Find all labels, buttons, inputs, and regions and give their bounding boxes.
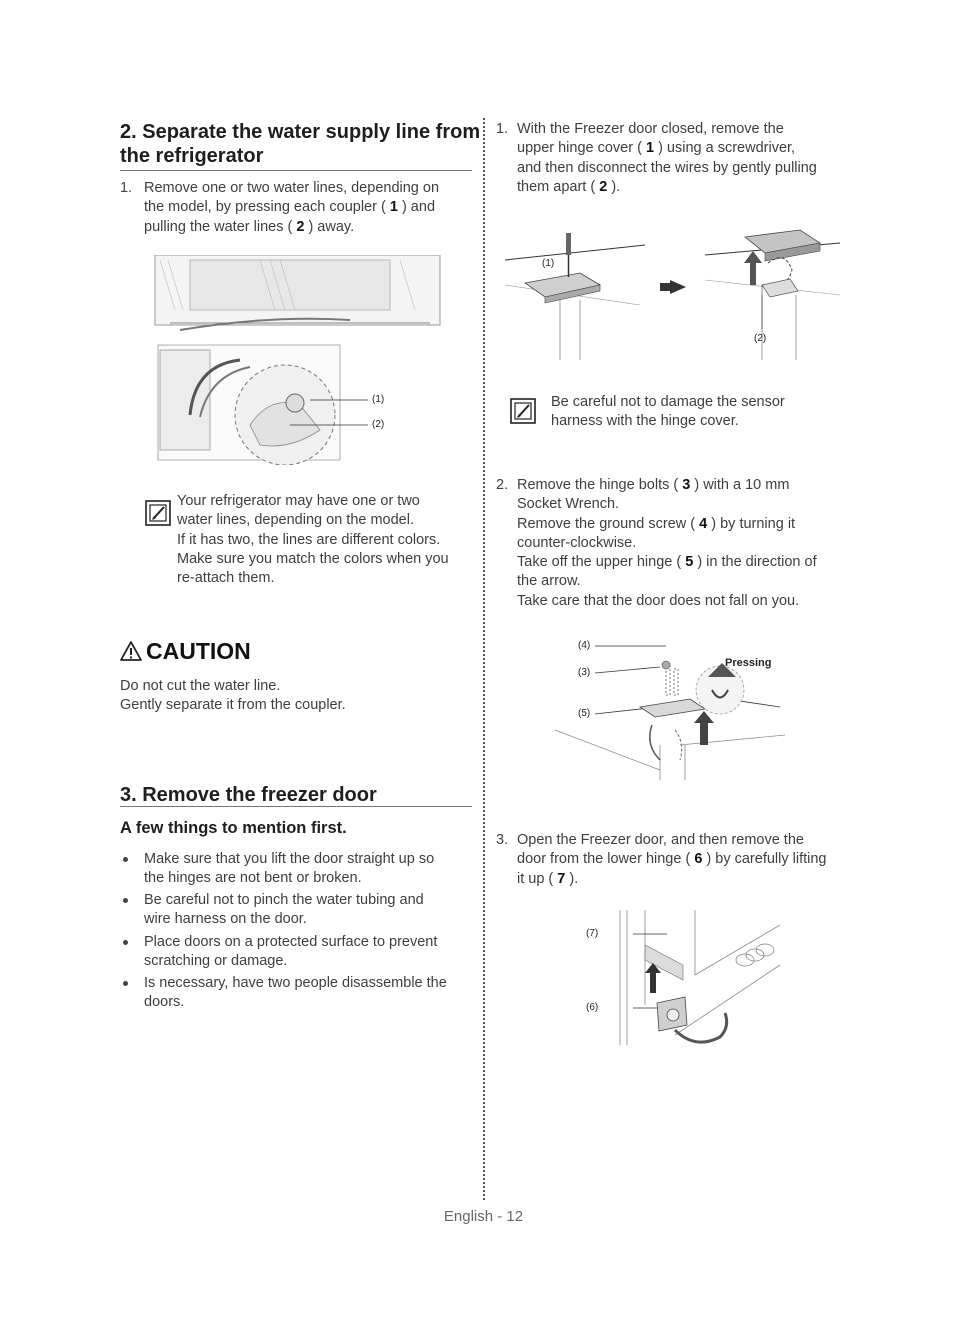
column-divider: [483, 118, 485, 1200]
text-line: harness with the hinge cover.: [551, 413, 739, 430]
text-line: them apart ( 2 ).: [517, 178, 621, 195]
text-line: it up ( 7 ).: [517, 870, 579, 887]
section2-step1-text: Remove one or two water lines, depending…: [144, 179, 474, 237]
step-number: 3.: [496, 832, 509, 848]
text-line: and then disconnect the wires by gently …: [517, 159, 817, 176]
step-number: 1.: [120, 180, 133, 196]
note-icon: [145, 500, 171, 526]
figure-label-2: (2): [372, 419, 385, 430]
bullet-item: Is necessary, have two people disassembl…: [144, 974, 474, 1013]
figure-label-4: (4): [578, 640, 591, 651]
right-step2-text: Remove the hinge bolts ( 3 ) with a 10 m…: [517, 476, 862, 611]
text-line: Be careful not to damage the sensor: [551, 394, 785, 410]
text-line: Socket Wrench.: [517, 496, 620, 513]
section2-title-line1: 2. Separate the water supply line from: [120, 121, 481, 143]
text-line: Take off the upper hinge ( 5 ) in the di…: [517, 554, 817, 571]
bullet-dot: [123, 981, 128, 986]
text-line: If it has two, the lines are different c…: [177, 531, 441, 548]
section2-rule: [120, 170, 472, 171]
figure-label-1: (1): [542, 258, 555, 269]
text-line: doors.: [144, 994, 185, 1011]
note-text: Your refrigerator may have one or two wa…: [177, 492, 477, 588]
text-line: Your refrigerator may have one or two: [177, 493, 420, 509]
section3-subtitle: A few things to mention first.: [120, 819, 347, 837]
right-step1-text: With the Freezer door closed, remove the…: [517, 120, 857, 197]
lower-hinge-illustration: [619, 910, 781, 1045]
bullet-item: Be careful not to pinch the water tubing…: [144, 891, 474, 930]
water-coupler-illustration: [154, 255, 441, 465]
text-line: Remove one or two water lines, depending…: [144, 180, 440, 196]
step-number: 2.: [496, 477, 509, 493]
note-icon: [510, 398, 536, 424]
bullet-dot: [123, 898, 128, 903]
page-footer: English - 12: [443, 1208, 524, 1225]
text-line: Take care that the door does not fall on…: [517, 592, 800, 609]
figure-label-2: (2): [754, 333, 767, 344]
text-line: wire harness on the door.: [144, 911, 307, 928]
text-line: With the Freezer door closed, remove the: [517, 121, 784, 137]
figure-label-1: (1): [372, 394, 385, 405]
text-line: Make sure you match the colors when you: [177, 550, 449, 567]
bullet-dot: [123, 857, 128, 862]
text-line: Open the Freezer door, and then remove t…: [517, 832, 804, 848]
section3-rule: [120, 806, 472, 807]
upper-hinge-illustration: [554, 645, 786, 780]
caution-text: Do not cut the water line. Gently separa…: [120, 677, 460, 716]
text-line: scratching or damage.: [144, 953, 288, 970]
text-line: pulling the water lines ( 2 ) away.: [144, 218, 355, 235]
note-text: Be careful not to damage the sensor harn…: [551, 393, 851, 432]
text-line: the model, by pressing each coupler ( 1 …: [144, 199, 436, 216]
text-line: upper hinge cover ( 1 ) using a screwdri…: [517, 140, 796, 157]
text-line: the arrow.: [517, 573, 581, 590]
bullet-item: Make sure that you lift the door straigh…: [144, 850, 474, 889]
text-line: Make sure that you lift the door straigh…: [144, 851, 435, 867]
text-line: Place doors on a protected surface to pr…: [144, 934, 438, 950]
figure-label-5: (5): [578, 708, 591, 719]
right-step3-text: Open the Freezer door, and then remove t…: [517, 831, 862, 889]
warning-triangle-icon: [120, 641, 142, 661]
section3-title: 3. Remove the freezer door: [120, 784, 377, 806]
text-line: Do not cut the water line.: [120, 678, 281, 694]
text-line: Is necessary, have two people disassembl…: [144, 975, 447, 991]
text-line: Remove the ground screw ( 4 ) by turning…: [517, 515, 796, 532]
bullet-dot: [123, 940, 128, 945]
pressing-label: Pressing: [725, 657, 772, 669]
text-line: water lines, depending on the model.: [177, 512, 414, 529]
figure-label-7: (7): [586, 928, 599, 939]
text-line: the hinges are not bent or broken.: [144, 870, 362, 887]
text-line: door from the lower hinge ( 6 ) by caref…: [517, 851, 827, 868]
step-number: 1.: [496, 121, 509, 137]
figure-label-6: (6): [586, 1002, 599, 1013]
hinge-cover-illustration: [504, 229, 841, 360]
section2-title-line2: the refrigerator: [120, 145, 264, 167]
caution-title: CAUTION: [146, 638, 251, 664]
text-line: re-attach them.: [177, 570, 275, 587]
text-line: Gently separate it from the coupler.: [120, 697, 346, 714]
text-line: counter-clockwise.: [517, 534, 637, 551]
text-line: Be careful not to pinch the water tubing…: [144, 892, 424, 908]
text-line: Remove the hinge bolts ( 3 ) with a 10 m…: [517, 477, 790, 493]
figure-label-3: (3): [578, 667, 591, 678]
bullet-item: Place doors on a protected surface to pr…: [144, 933, 474, 972]
